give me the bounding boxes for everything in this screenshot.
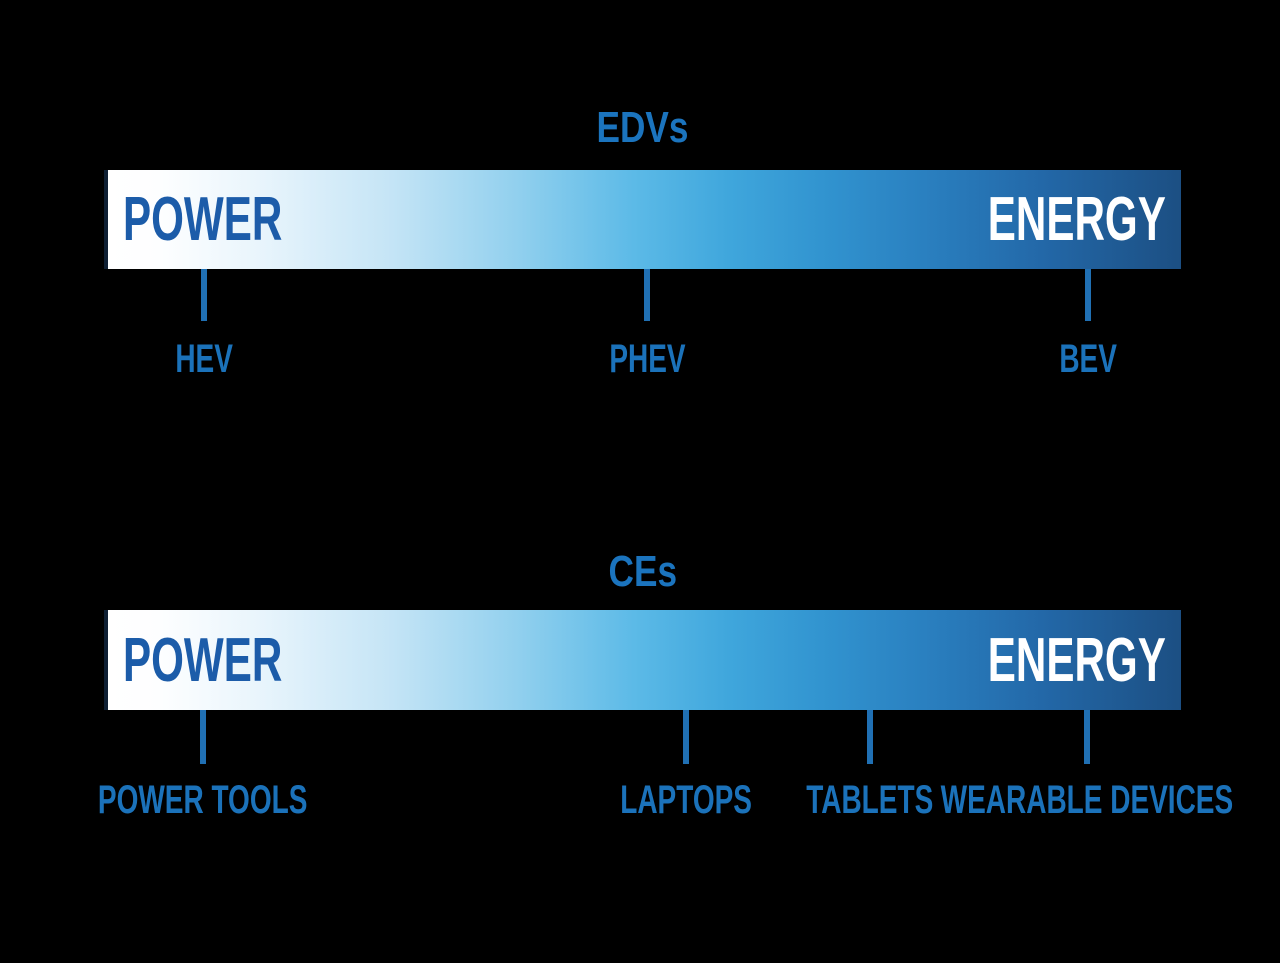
tick-line-hev [201,269,207,321]
marker-label-laptops: LAPTOPS [620,778,752,822]
ces-energy-label: ENERGY [987,625,1166,695]
edvs-power-label: POWER [123,185,283,254]
tick-line-tablets [867,710,873,764]
edvs-gradient-bar: POWER ENERGY [104,170,1181,269]
edvs-section-title: EDVs [104,106,1181,150]
marker-label-tablets: TABLETS [806,778,934,822]
ces-section-title: CEs [104,550,1181,594]
edvs-title-text: EDVs [596,103,689,152]
marker-label-wearable-devices: WEARABLE DEVICES [940,778,1234,822]
marker-label-phev: PHEV [608,337,686,381]
marker-label-power-tools: POWER TOOLS [98,778,308,822]
ces-title-text: CEs [608,547,677,596]
tick-line-power-tools [200,710,206,764]
edvs-energy-label: ENERGY [987,185,1166,254]
ces-gradient-bar: POWER ENERGY [104,610,1181,710]
tick-line-bev [1085,269,1091,321]
marker-label-bev: BEV [1059,337,1117,381]
tick-line-laptops [683,710,689,764]
ces-power-label: POWER [123,625,283,695]
tick-line-wearable-devices [1084,710,1090,764]
marker-label-hev: HEV [175,337,233,381]
tick-line-phev [644,269,650,321]
